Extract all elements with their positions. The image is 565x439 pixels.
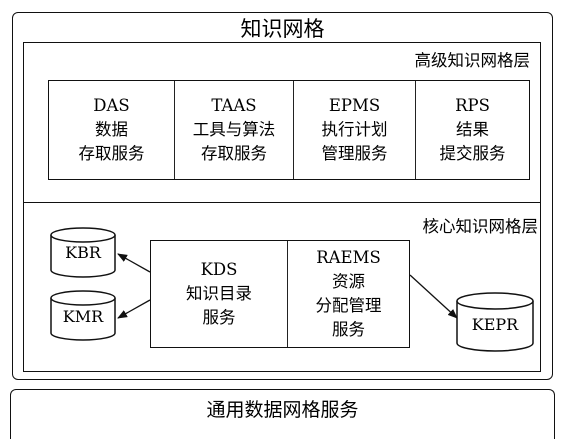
epms-service: EPMS 执行计划 管理服务 [294,81,416,179]
core-layer-label: 核心知识网格层 [422,217,539,236]
epms-line3: 管理服务 [321,144,388,163]
kds-line3: 服务 [202,308,236,327]
raems-service: RAEMS 资源 分配管理 服务 [288,241,409,347]
raems-line4: 服务 [332,320,365,339]
kepr-label: KEPR [471,315,519,334]
kds-line2: 知识目录 [186,284,252,303]
core-connections [50,227,534,352]
arrow-kds-to-kbr [117,253,151,273]
kbr-database-icon [50,227,116,278]
kbr-label: KBR [65,243,101,262]
taas-service: TAAS 工具与算法 存取服务 [175,81,294,179]
raems-line3: 分配管理 [315,296,382,315]
raems-name: RAEMS [316,248,381,267]
taas-line3: 存取服务 [201,144,267,163]
das-line2: 数据 [95,120,128,139]
layers-frame [23,42,541,372]
kds-name: KDS [200,260,238,279]
kmr-label: KMR [62,307,104,326]
taas-line2: 工具与算法 [192,120,276,139]
rps-line2: 结果 [456,120,489,139]
das-line3: 存取服务 [78,144,145,163]
data-grid-services-label: 通用数据网格服务 [206,399,359,421]
epms-name: EPMS [328,96,381,115]
taas-name: TAAS [211,96,257,115]
kds-service: KDS 知识目录 服务 [151,241,288,347]
data-grid-services-box [10,389,555,439]
knowledge-grid-title: 知识网格 [240,17,325,41]
kepr-database-icon [456,292,534,352]
layer-divider [23,202,541,203]
rps-service: RPS 结果 提交服务 [416,81,529,179]
arrow-raems-to-kepr [409,274,458,319]
rps-name: RPS [455,96,490,115]
raems-line2: 资源 [332,272,365,291]
kmr-database-icon [50,290,116,341]
upper-services-row: DAS 数据 存取服务 TAAS 工具与算法 存取服务 EPMS 执行计划 管理… [48,80,530,180]
das-name: DAS [93,96,130,115]
knowledge-grid-frame [12,12,553,380]
upper-layer-label: 高级知识网格层 [414,51,531,70]
rps-line3: 提交服务 [439,144,506,163]
das-service: DAS 数据 存取服务 [49,81,175,179]
epms-line2: 执行计划 [321,120,388,139]
arrow-kds-to-kmr [117,299,151,319]
core-services-box: KDS 知识目录 服务 RAEMS 资源 分配管理 服务 [150,240,410,348]
